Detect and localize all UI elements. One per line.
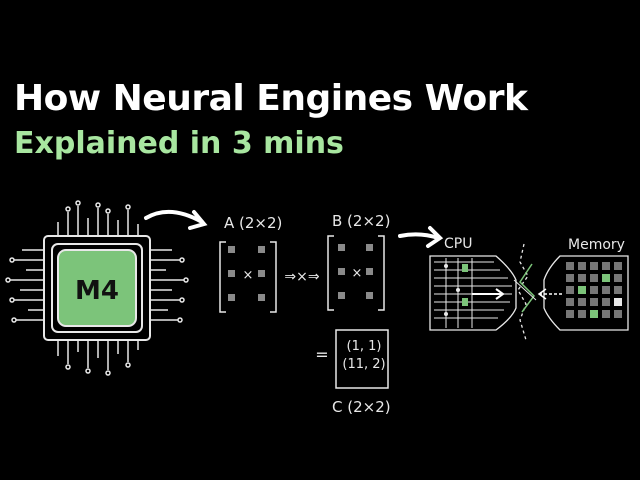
- result-row-2: (11, 2): [342, 357, 385, 372]
- matrix-a-operator: ×: [243, 268, 254, 283]
- result-matrix-icon: [335, 329, 389, 389]
- matrix-a-label: A (2×2): [224, 214, 282, 232]
- chip-pins-left: [5, 249, 44, 323]
- cpu-memory-bottleneck-icon: [429, 243, 629, 341]
- page-title: How Neural Engines Work: [14, 78, 528, 119]
- chip-pins-right: [150, 249, 189, 323]
- m4-chip-icon: [5, 200, 189, 376]
- matrix-b-operator: ×: [352, 266, 363, 281]
- matrix-a-icon: [219, 241, 277, 313]
- arrow-chip-to-a-icon: [144, 210, 208, 230]
- chip-pins-top: [57, 200, 139, 236]
- result-equals: =: [315, 345, 328, 364]
- cpu-label: CPU: [444, 236, 472, 252]
- memory-label: Memory: [568, 237, 625, 253]
- chip-pins-bottom: [57, 340, 139, 376]
- arrow-b-to-cpu-icon: [398, 226, 444, 248]
- matrix-b-label: B (2×2): [332, 212, 390, 230]
- chip-label: M4: [75, 276, 119, 306]
- result-label: C (2×2): [332, 398, 391, 416]
- result-row-1: (1, 1): [347, 339, 382, 354]
- page-subtitle: Explained in 3 mins: [14, 126, 344, 161]
- matrix-b-icon: [327, 235, 385, 311]
- between-operators: ⇒×⇒: [284, 269, 319, 285]
